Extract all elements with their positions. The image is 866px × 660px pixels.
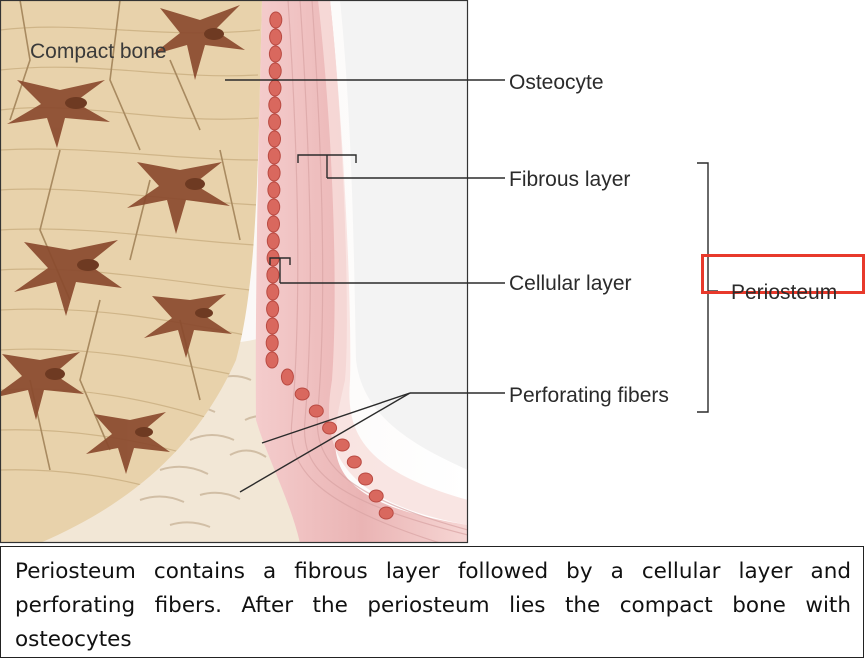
cell — [268, 130, 281, 148]
cell — [268, 113, 282, 131]
cell — [267, 164, 281, 182]
cell — [346, 455, 362, 469]
cell — [267, 181, 281, 199]
bone-diagram — [0, 0, 718, 544]
cell — [266, 283, 280, 301]
cell — [268, 79, 282, 97]
cell — [280, 368, 294, 386]
cell — [266, 300, 280, 318]
cell — [308, 404, 324, 418]
cell — [266, 232, 280, 250]
cell — [268, 45, 282, 63]
outer-space — [340, 0, 468, 470]
cell — [334, 438, 350, 452]
cell — [265, 351, 279, 369]
cell — [294, 387, 310, 401]
cell — [268, 96, 282, 114]
cellular-layer-label: Cellular layer — [509, 272, 632, 295]
osteocyte-label: Osteocyte — [509, 71, 604, 94]
perforating-leader-a — [261, 392, 411, 444]
cell — [378, 506, 394, 520]
cell — [358, 472, 374, 486]
caption-text: Periosteum contains a fibrous layer foll… — [0, 546, 864, 658]
cell — [269, 11, 283, 29]
cell — [265, 317, 279, 335]
cell — [268, 62, 282, 80]
cellular-layer-cells — [265, 11, 394, 520]
periosteum-band — [255, 0, 468, 543]
cell — [267, 147, 281, 165]
periosteum-label: Periosteum — [731, 281, 838, 304]
cell — [267, 215, 280, 233]
cell — [267, 198, 281, 216]
perforating-fibers-label: Perforating fibers — [509, 384, 669, 407]
cell — [322, 421, 338, 435]
fibrous-layer-band — [318, 0, 468, 525]
periosteum-brace — [697, 162, 709, 413]
cell — [269, 28, 283, 46]
compact-bone-label: Compact bone — [30, 40, 167, 63]
cell — [266, 266, 280, 284]
cell — [368, 489, 384, 503]
perforating-leader-b — [239, 392, 411, 493]
periosteum-highlight-box — [701, 254, 865, 294]
cell — [265, 334, 279, 352]
illustration-frame — [0, 0, 469, 544]
fibrous-layer-label: Fibrous layer — [509, 168, 631, 191]
